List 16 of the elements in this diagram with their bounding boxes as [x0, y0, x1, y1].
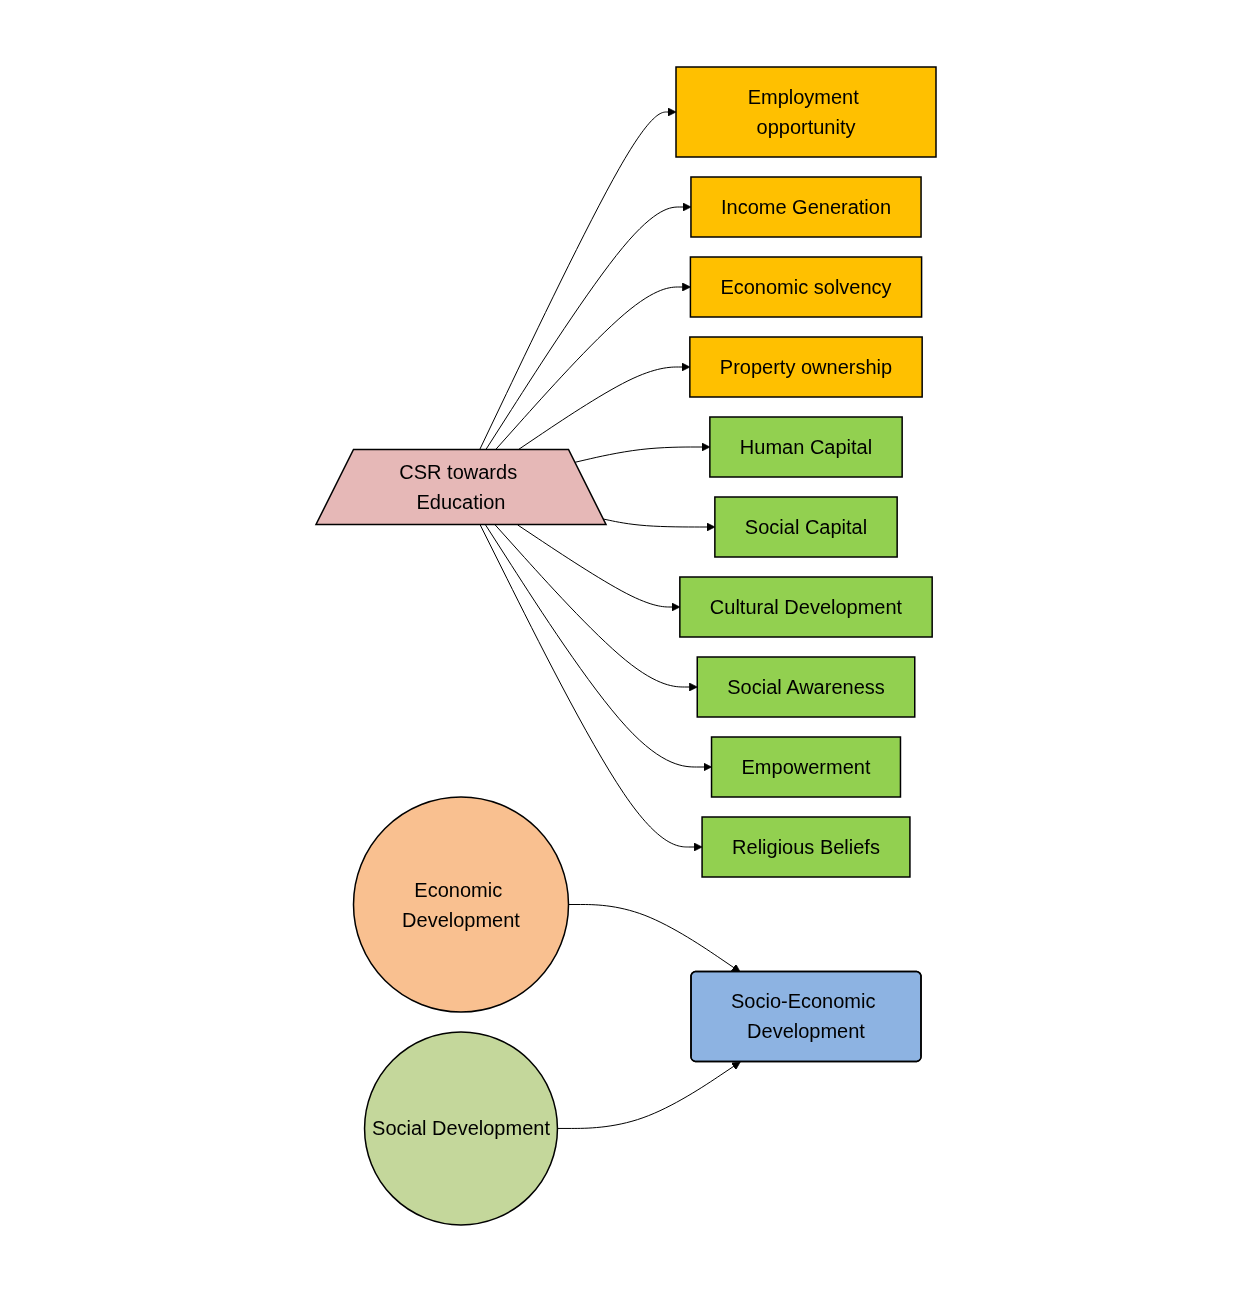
node-box: Cultural Development: [679, 575, 933, 638]
arrow: [494, 524, 698, 691]
node-box: Employment opportunity: [675, 65, 937, 158]
node-box: Social Awareness: [696, 655, 916, 718]
arrow: [479, 524, 703, 851]
node-circle: Economic Development: [352, 795, 570, 1013]
node-box: Economic solvency: [689, 255, 923, 318]
arrow: [568, 903, 741, 972]
node-box: Empowerment: [710, 735, 902, 798]
node-box: Income Generation: [690, 175, 922, 238]
node-circle: Social Development: [363, 1030, 559, 1226]
node-box: Social Capital: [714, 495, 898, 558]
arrow: [485, 524, 712, 771]
node-box: Property ownership: [689, 335, 923, 398]
node-box: Human Capital: [709, 415, 903, 478]
node-box: Religious Beliefs: [701, 815, 911, 878]
